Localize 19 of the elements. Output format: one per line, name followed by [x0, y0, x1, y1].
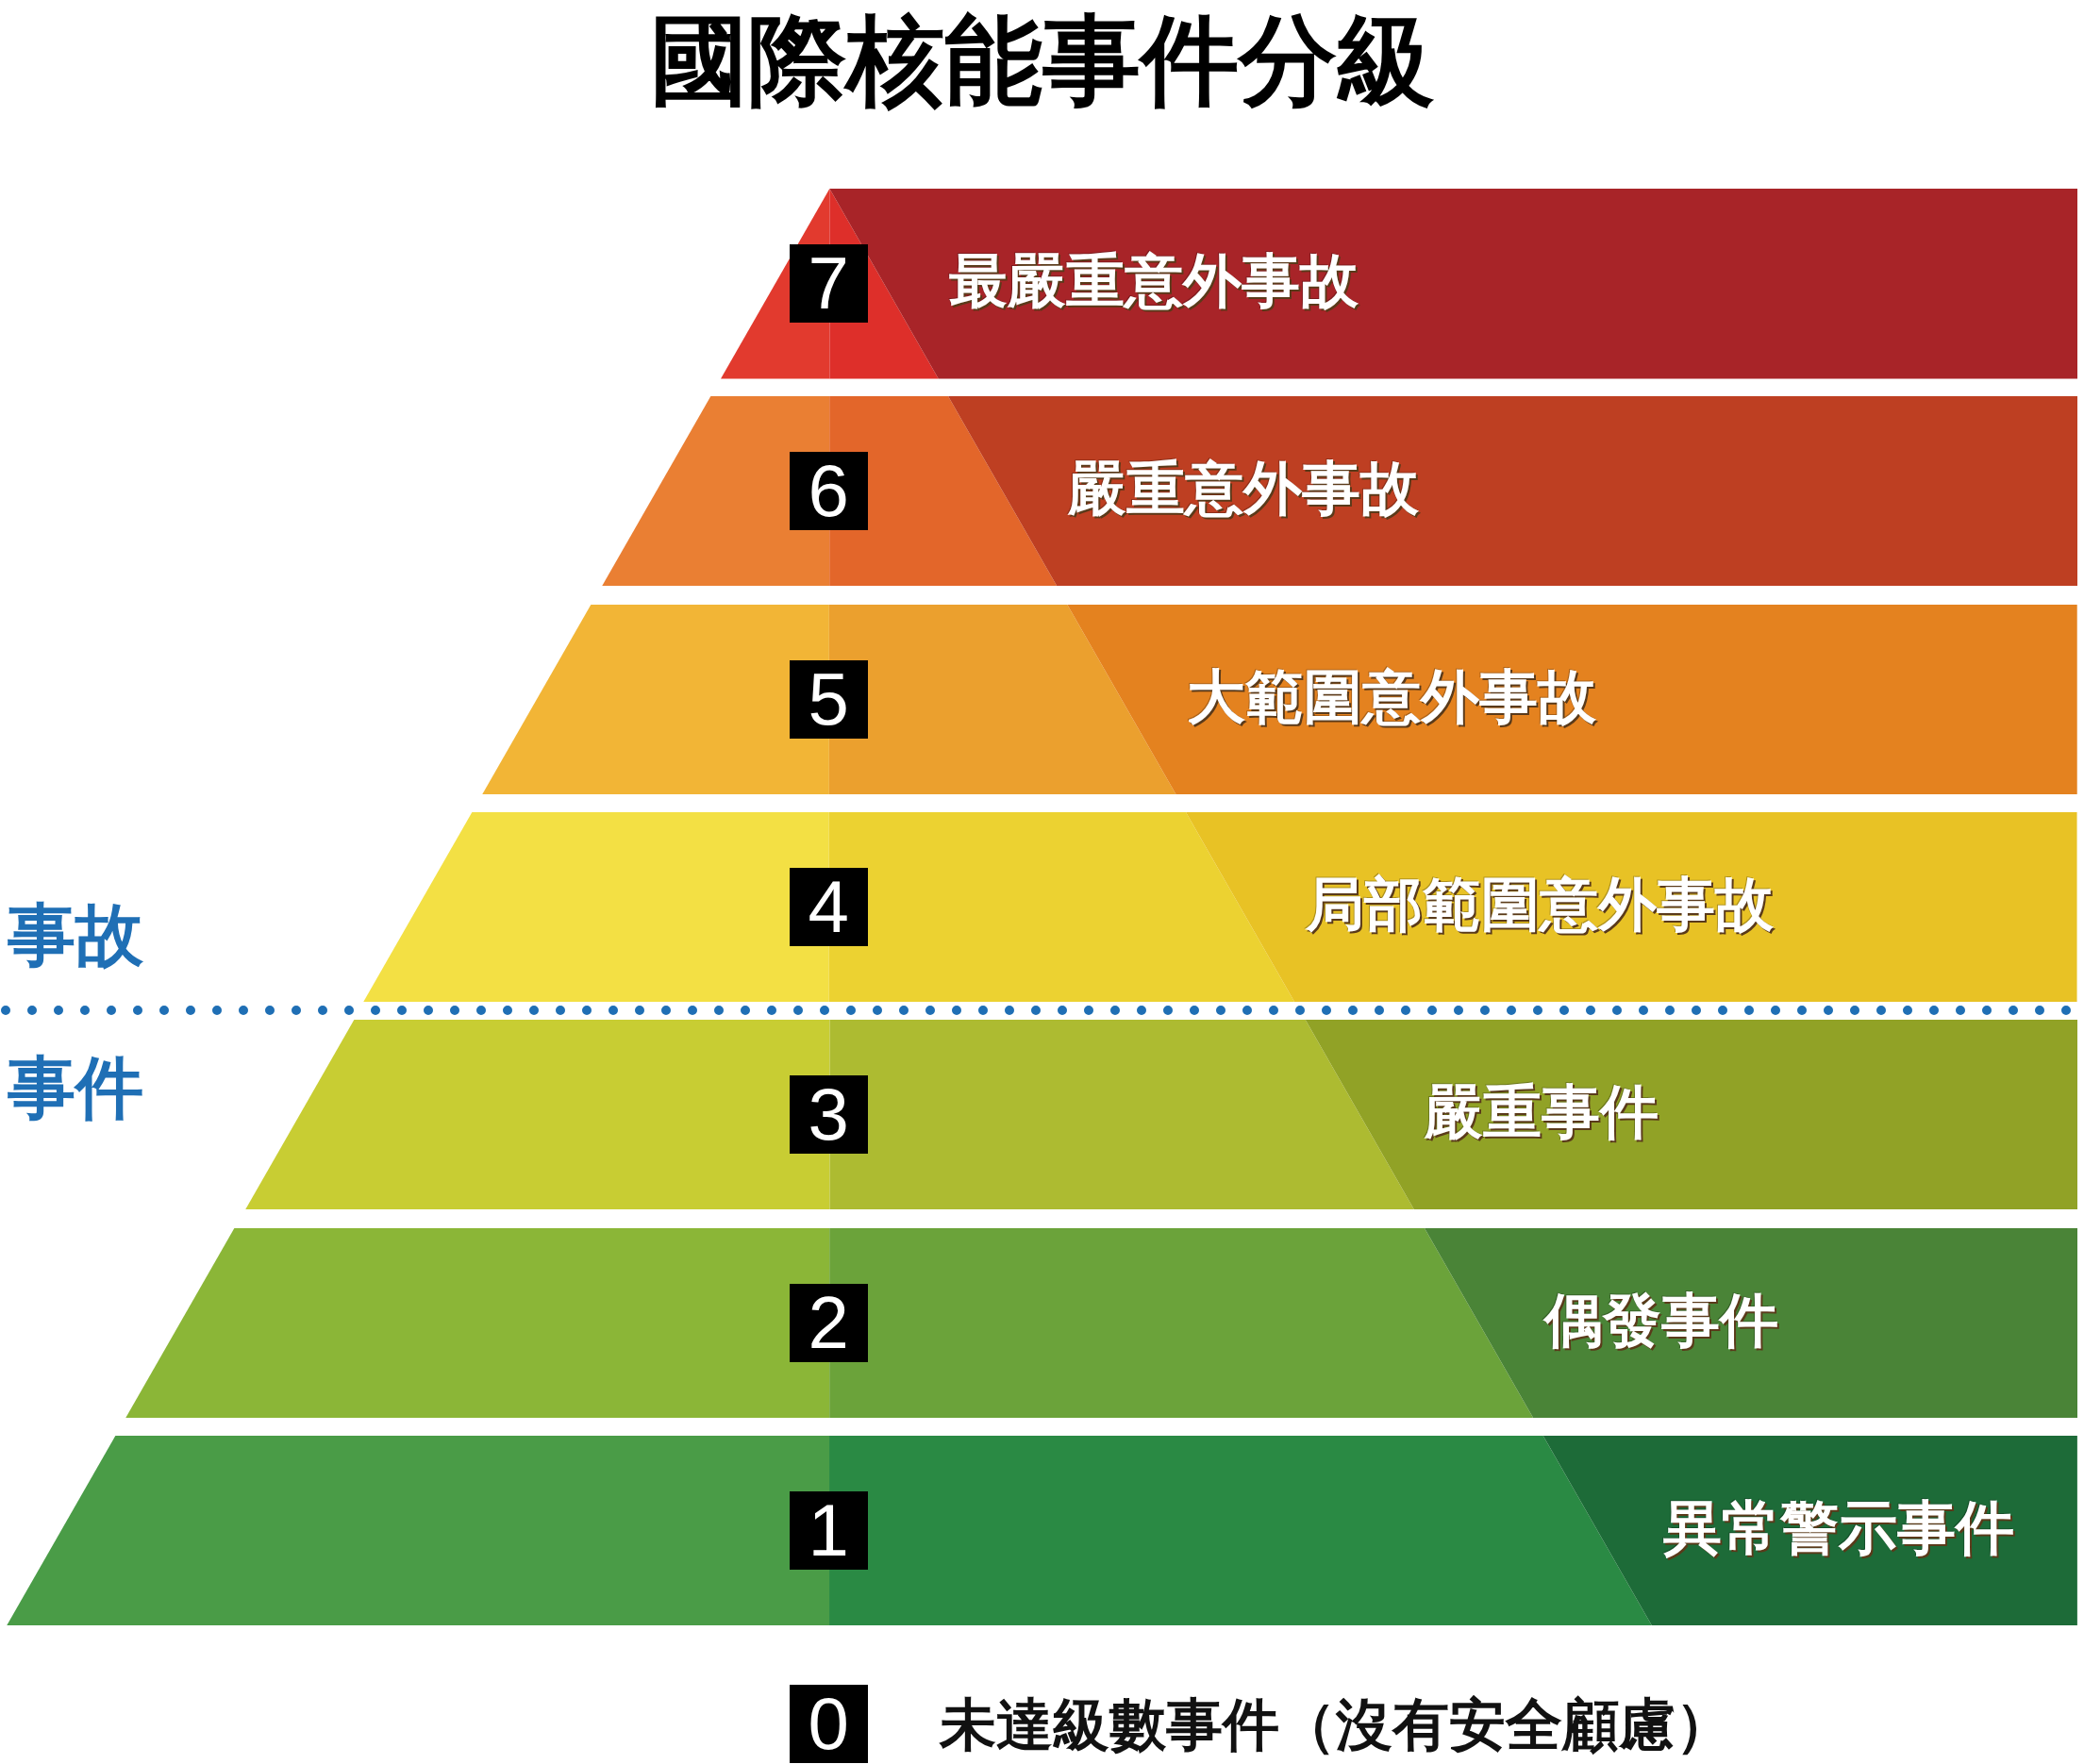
level-number: 3: [789, 1074, 868, 1154]
level-label: 異常警示事件: [1662, 1491, 2014, 1564]
level-number: 0: [789, 1685, 868, 1764]
level-number: 1: [789, 1490, 868, 1570]
level-description: 未達級數事件（沒有安全顧慮）: [940, 1690, 1732, 1760]
level-number: 6: [789, 451, 868, 530]
level-label: 偶發事件: [1543, 1284, 1778, 1356]
level-number: 4: [789, 867, 868, 946]
level-label: 大範圍意外事故: [1187, 661, 1597, 734]
level-label: 局部範圍意外事故: [1306, 868, 1775, 940]
level-number: 7: [789, 244, 868, 324]
level-label: 嚴重事件: [1425, 1075, 1659, 1148]
category-label: 事件: [8, 1049, 143, 1125]
level-label: 最嚴重意外事故: [948, 245, 1359, 318]
category-label: 事故: [8, 896, 143, 973]
level-number: 2: [789, 1283, 868, 1362]
title: 國際核能事件分級: [648, 4, 1436, 117]
level-label: 嚴重意外事故: [1067, 452, 1419, 524]
level-number: 5: [789, 660, 868, 740]
